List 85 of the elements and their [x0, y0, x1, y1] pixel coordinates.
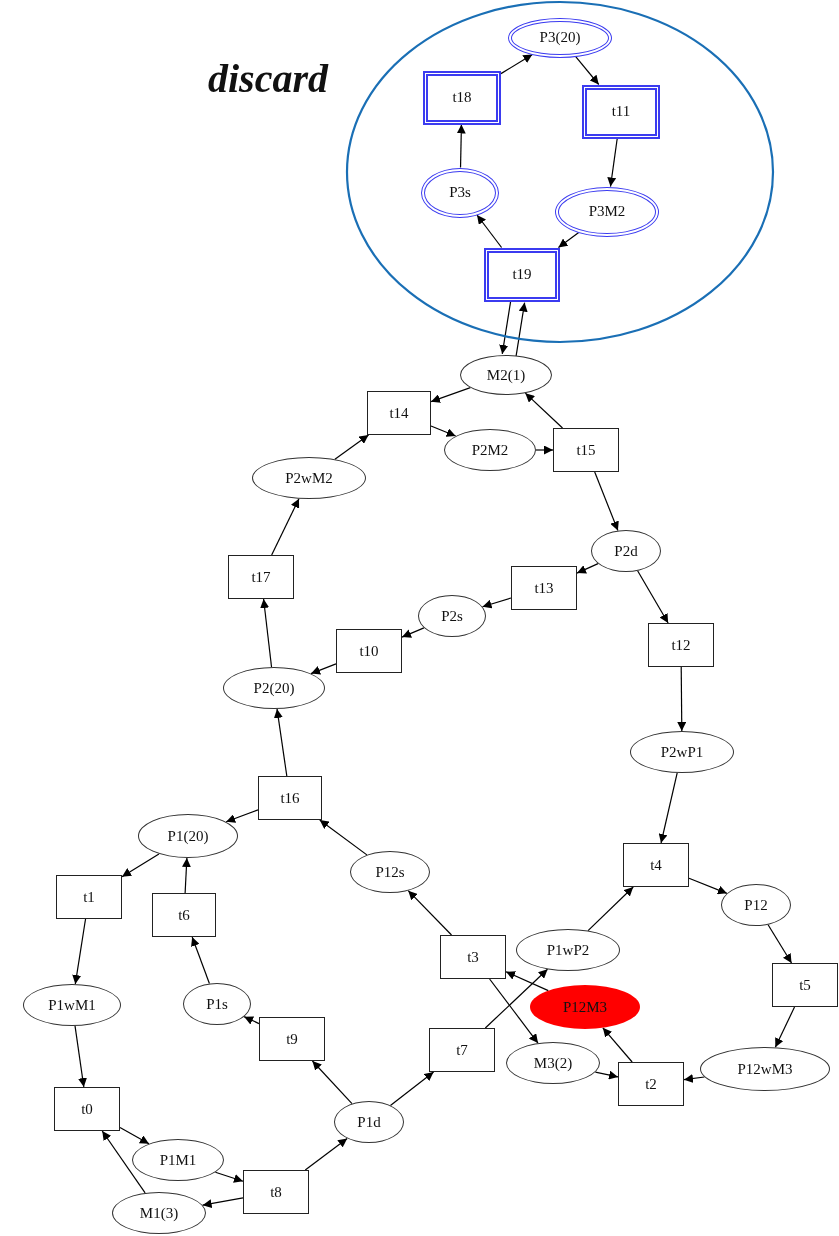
- transition-box: t16: [258, 776, 322, 820]
- arrow: [575, 55, 600, 86]
- arrow: [456, 123, 466, 169]
- transition-box: t8: [243, 1170, 309, 1214]
- arrow: [74, 1025, 87, 1088]
- arrow: [202, 1197, 244, 1208]
- arrow: [407, 890, 453, 936]
- transition-double-box: t11: [582, 84, 660, 139]
- transition-box: t13: [511, 566, 577, 610]
- place-double-ellipse: P3M2: [555, 186, 659, 237]
- transition-box: t2: [618, 1062, 684, 1106]
- arrow: [243, 1016, 260, 1025]
- highlighted-place-ellipse: P12M3: [530, 985, 640, 1029]
- arrow: [594, 471, 619, 532]
- place-ellipse: P2wM2: [252, 457, 366, 499]
- transition-box: t0: [54, 1087, 120, 1131]
- arrow: [688, 877, 728, 895]
- place-ellipse: P2wP1: [630, 731, 734, 773]
- arrow: [535, 445, 554, 455]
- arrow: [271, 498, 300, 556]
- place-ellipse: P2s: [418, 595, 486, 637]
- transition-double-box: t18: [423, 70, 501, 125]
- arrow: [505, 971, 549, 992]
- arrow: [481, 597, 512, 609]
- transition-box: t9: [259, 1017, 325, 1061]
- arrow: [191, 936, 210, 985]
- transition-box: t17: [228, 555, 294, 599]
- transition-box: t15: [553, 428, 619, 472]
- arrow: [489, 978, 539, 1044]
- place-ellipse: P12: [721, 884, 791, 926]
- arrow: [658, 772, 678, 844]
- place-ellipse: P12s: [350, 851, 430, 893]
- transition-box: t7: [429, 1028, 495, 1072]
- arrow: [119, 1126, 150, 1145]
- arrow: [121, 853, 160, 878]
- arrow: [476, 214, 503, 249]
- arrow: [767, 924, 793, 964]
- group-label: discard: [208, 54, 328, 102]
- arrow: [774, 1006, 796, 1048]
- transition-box: t12: [648, 623, 714, 667]
- arrow: [594, 1070, 619, 1080]
- place-ellipse: M1(3): [112, 1192, 206, 1234]
- place-ellipse: M2(1): [460, 355, 552, 395]
- place-ellipse: P1wP2: [516, 929, 620, 971]
- place-ellipse: P1(20): [138, 814, 238, 858]
- arrow: [683, 1074, 705, 1083]
- transition-box: t1: [56, 875, 122, 919]
- transition-box: t14: [367, 391, 431, 435]
- place-ellipse: P1d: [334, 1101, 404, 1143]
- transition-box: t10: [336, 629, 402, 673]
- arrow: [319, 819, 368, 856]
- arrow: [430, 387, 471, 403]
- arrow: [430, 425, 457, 437]
- place-double-ellipse: P3(20): [508, 17, 612, 58]
- arrow: [72, 918, 87, 985]
- place-double-ellipse: P3s: [421, 167, 499, 218]
- arrow: [607, 137, 618, 188]
- arrow: [334, 434, 370, 460]
- transition-box: t6: [152, 893, 216, 937]
- place-ellipse: P2(20): [223, 667, 325, 709]
- arrow: [515, 302, 528, 357]
- place-ellipse: M3(2): [506, 1042, 600, 1084]
- transition-box: t4: [623, 843, 689, 887]
- arrow: [677, 666, 687, 732]
- arrow: [637, 570, 669, 624]
- place-ellipse: P12wM3: [700, 1047, 830, 1091]
- transition-double-box: t19: [484, 247, 560, 302]
- place-ellipse: P2d: [591, 530, 661, 572]
- arrow: [101, 1130, 146, 1194]
- arrow: [225, 809, 259, 823]
- place-ellipse: P1wM1: [23, 984, 121, 1026]
- arrow: [304, 1137, 348, 1171]
- arrow: [273, 708, 288, 777]
- arrow: [181, 857, 191, 894]
- arrow: [214, 1171, 244, 1183]
- transition-box: t5: [772, 963, 838, 1007]
- arrow: [389, 1071, 435, 1106]
- transition-box: t3: [440, 935, 506, 979]
- place-ellipse: P1s: [183, 983, 251, 1025]
- arrow: [602, 1027, 633, 1063]
- place-ellipse: P2M2: [444, 429, 536, 471]
- arrow: [311, 1060, 353, 1105]
- place-ellipse: P1M1: [132, 1139, 224, 1181]
- arrow: [260, 598, 273, 668]
- arrow: [310, 663, 337, 675]
